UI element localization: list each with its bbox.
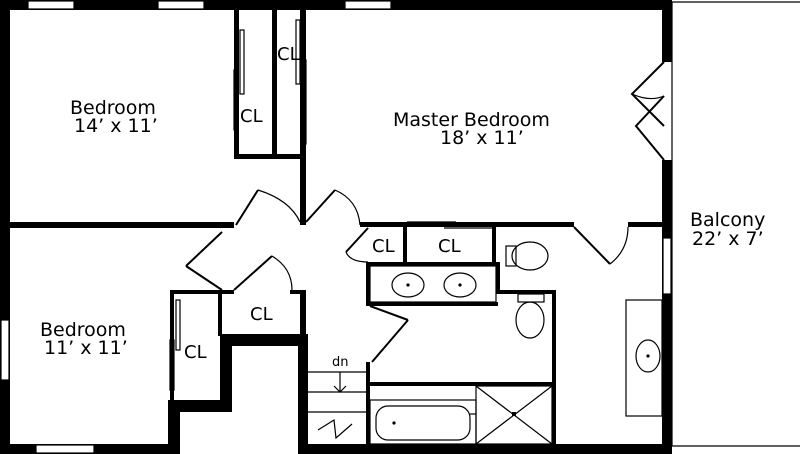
toilet-hall xyxy=(515,293,545,339)
closet-label-2: CL xyxy=(240,106,263,127)
master-bedroom-name: Master Bedroom xyxy=(393,109,550,131)
closet-label-1: CL xyxy=(277,44,300,65)
bedroom-top-name: Bedroom xyxy=(70,97,156,119)
bedroom-top-size: 14’ x 11’ xyxy=(74,115,158,137)
interior-walls xyxy=(10,10,664,444)
toilet-master xyxy=(505,241,549,271)
balcony-area xyxy=(671,1,800,447)
shower xyxy=(475,385,553,445)
closet-label-3: CL xyxy=(372,236,395,257)
bedroom-bottom-size: 11’ x 11’ xyxy=(44,337,128,359)
closet-label-6: CL xyxy=(184,342,207,363)
stairs-label: dn xyxy=(332,355,349,370)
closet-label-4: CL xyxy=(438,236,461,257)
balcony-size: 22’ x 7’ xyxy=(692,228,764,250)
windows xyxy=(0,0,672,454)
bedroom-bottom-name: Bedroom xyxy=(40,319,126,341)
master-vanity xyxy=(625,299,663,417)
closet-label-5: CL xyxy=(250,304,273,325)
balcony-name: Balcony xyxy=(690,209,765,231)
closet-sliders xyxy=(169,19,492,391)
vanity-counter xyxy=(369,265,497,303)
bathtub xyxy=(369,399,477,445)
doors xyxy=(185,61,665,363)
master-bedroom-size: 18’ x 11’ xyxy=(440,127,524,149)
stairs xyxy=(308,371,366,440)
